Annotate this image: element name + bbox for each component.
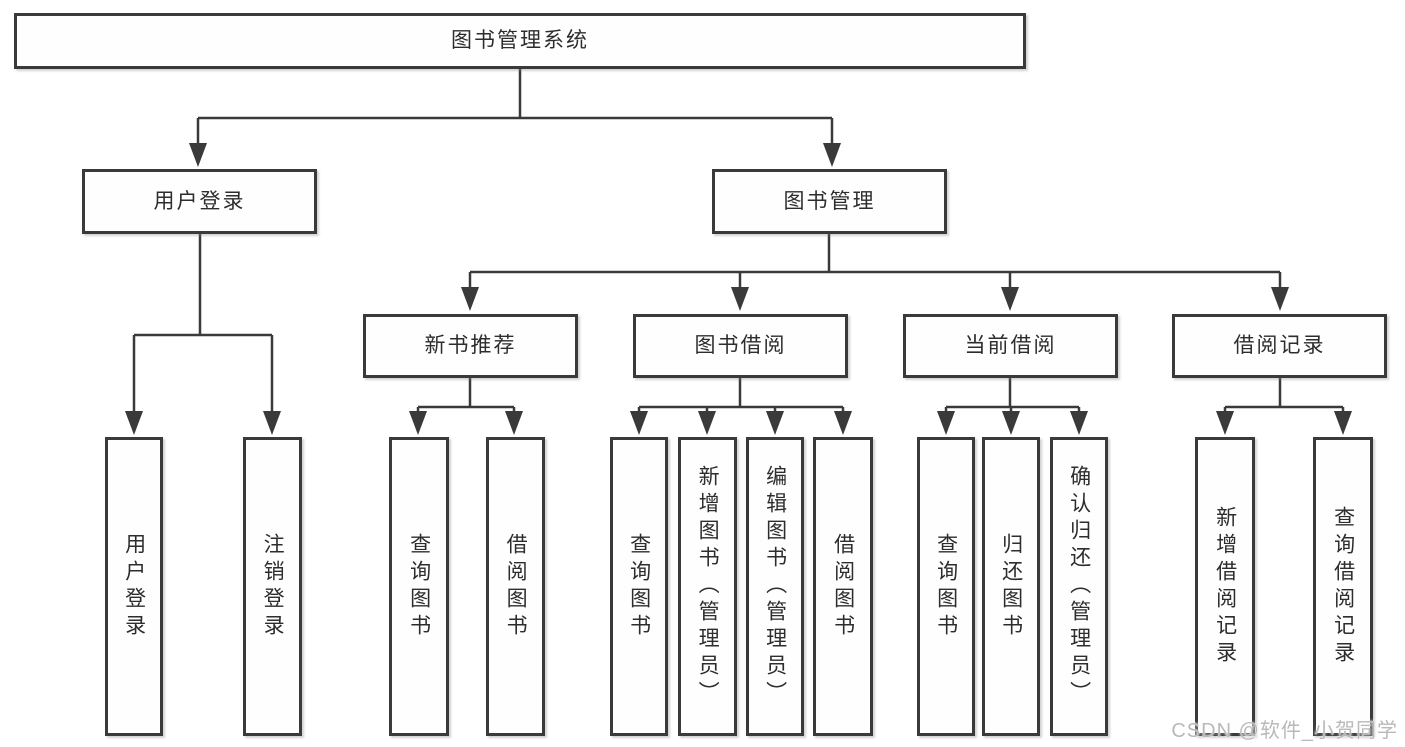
leaf-add-book-admin: 新增图书（管理员） (678, 437, 737, 736)
node-borrow-records: 借阅记录 (1172, 314, 1387, 378)
arrow-down-icon (189, 143, 207, 167)
arrow-down-icon (698, 411, 716, 435)
node-book-borrow-label: 图书借阅 (694, 334, 787, 358)
leaf-add-borrow-record: 新增借阅记录 (1195, 437, 1255, 736)
leaf-edit-book-admin: 编辑图书（管理员） (746, 437, 804, 736)
leaf-return-book-label: 归还图书 (999, 532, 1023, 641)
arrow-down-icon (731, 287, 749, 311)
leaf-add-book-admin-label: 新增图书（管理员） (696, 465, 720, 708)
leaf-logout: 注销登录 (243, 437, 302, 736)
connector-book-borrow-children (637, 378, 845, 415)
leaf-logout-label: 注销登录 (261, 532, 285, 641)
leaf-query-books-borrow: 查询图书 (610, 437, 668, 736)
connector-borrow-records-children (1223, 378, 1345, 415)
leaf-query-borrow-record: 查询借阅记录 (1313, 437, 1373, 736)
node-new-book-recommend: 新书推荐 (363, 314, 578, 378)
node-user-login: 用户登录 (82, 169, 317, 234)
leaf-borrow-books-recommend-label: 借阅图书 (504, 532, 528, 641)
arrow-down-icon (834, 411, 852, 435)
node-current-borrow-label: 当前借阅 (964, 334, 1057, 358)
leaf-query-books-current: 查询图书 (917, 437, 975, 736)
node-book-management: 图书管理 (712, 169, 947, 234)
node-new-book-recommend-label: 新书推荐 (424, 334, 517, 358)
leaf-query-borrow-record-label: 查询借阅记录 (1331, 505, 1355, 668)
connector-book-management-children (468, 234, 1282, 291)
connector-current-borrow-children (944, 378, 1081, 415)
node-borrow-records-label: 借阅记录 (1233, 334, 1326, 358)
arrow-down-icon (1001, 287, 1019, 311)
leaf-confirm-return-admin: 确认归还（管理员） (1050, 437, 1108, 736)
node-root-label: 图书管理系统 (451, 29, 589, 53)
connector-new-book-children (416, 378, 516, 415)
arrow-down-icon (263, 411, 281, 435)
node-current-borrow: 当前借阅 (903, 314, 1118, 378)
leaf-query-books-recommend-label: 查询图书 (407, 532, 431, 641)
csdn-watermark: CSDN @软件_小贺同学 (1171, 720, 1398, 742)
arrow-down-icon (409, 411, 427, 435)
node-user-login-label: 用户登录 (153, 189, 246, 213)
leaf-user-login: 用户登录 (105, 437, 163, 736)
connector-root-to-level2 (196, 69, 834, 147)
arrow-down-icon (823, 143, 841, 167)
leaf-confirm-return-admin-label: 确认归还（管理员） (1067, 465, 1091, 708)
leaf-borrow-books-recommend: 借阅图书 (486, 437, 545, 736)
arrow-down-icon (937, 411, 955, 435)
arrow-down-icon (1334, 411, 1352, 435)
arrow-down-icon (461, 287, 479, 311)
arrow-down-icon (766, 411, 784, 435)
leaf-query-books-borrow-label: 查询图书 (627, 532, 651, 641)
node-book-management-label: 图书管理 (783, 189, 876, 213)
arrow-down-icon (125, 411, 143, 435)
leaf-edit-book-admin-label: 编辑图书（管理员） (763, 465, 787, 708)
arrow-down-icon (630, 411, 648, 435)
arrow-down-icon (1216, 411, 1234, 435)
arrowheads (125, 143, 1352, 435)
arrow-down-icon (1271, 287, 1289, 311)
leaf-borrow-books: 借阅图书 (813, 437, 873, 736)
connector-user-login-children (132, 234, 274, 415)
leaf-add-borrow-record-label: 新增借阅记录 (1213, 505, 1237, 668)
arrow-down-icon (1070, 411, 1088, 435)
leaf-user-login-label: 用户登录 (122, 532, 146, 641)
arrow-down-icon (1002, 411, 1020, 435)
node-root: 图书管理系统 (14, 13, 1026, 69)
node-book-borrow: 图书借阅 (633, 314, 848, 378)
arrow-down-icon (505, 411, 523, 435)
leaf-return-book: 归还图书 (982, 437, 1040, 736)
leaf-query-books-recommend: 查询图书 (389, 437, 449, 736)
leaf-borrow-books-label: 借阅图书 (831, 532, 855, 641)
leaf-query-books-current-label: 查询图书 (934, 532, 958, 641)
